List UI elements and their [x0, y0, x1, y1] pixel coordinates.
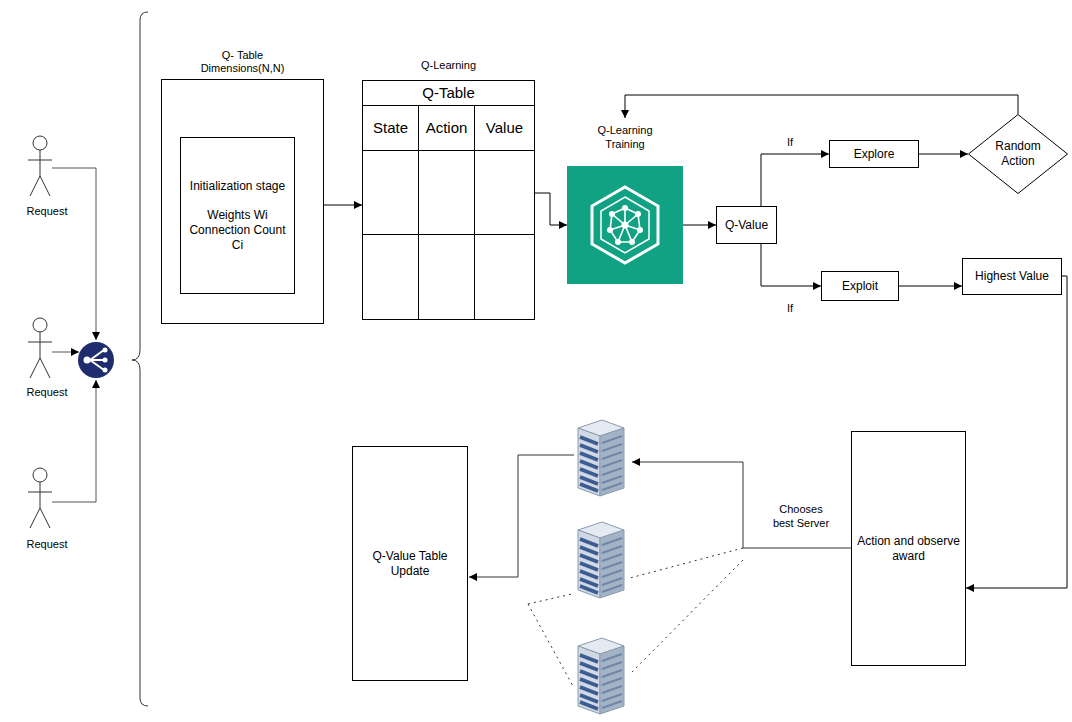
connector-arrow: [899, 286, 962, 287]
edge-label: If: [785, 302, 795, 314]
table-cell: [419, 151, 475, 235]
decision-diamond: Random Action: [968, 114, 1068, 194]
actor-label: Request: [12, 386, 82, 400]
connector-arrow: [919, 154, 968, 155]
connector-arrow: [625, 95, 1018, 118]
table-cell: Value: [475, 106, 534, 151]
connector-arrow: [966, 276, 1067, 588]
edge-label: If: [785, 136, 795, 148]
connector-arrow: [324, 205, 362, 206]
table-cell: Q-Table: [363, 81, 534, 106]
node-text: Action and observe award: [857, 534, 960, 564]
process-box: Action and observe award: [851, 431, 966, 666]
process-box: Exploit: [821, 271, 899, 301]
group-bracket: [132, 12, 148, 706]
node-text: Q-Learning: [389, 59, 509, 73]
process-box: Q-Value: [716, 206, 777, 244]
actor-figures: [28, 136, 52, 528]
table-cell: State: [363, 106, 419, 151]
process-box: Initialization stageWeights Wi Connectio…: [180, 137, 295, 294]
node-text: Highest Value: [975, 269, 1049, 284]
connector-arrow: [535, 193, 567, 225]
process-box: Explore: [829, 140, 919, 168]
table-cell: [363, 151, 419, 235]
node-text: Random Action: [989, 139, 1047, 169]
q-table: Q-LearningQ-TableStateActionValue: [362, 80, 535, 320]
node-text: Q- Table Dimensions(N,N): [188, 49, 298, 77]
process-box: Highest Value: [962, 258, 1062, 295]
connector-arrow: [683, 225, 716, 226]
connector-arrow: [761, 154, 829, 206]
table-cell: [363, 235, 419, 319]
node-text: State: [373, 119, 408, 138]
table-cell: Action: [419, 106, 475, 151]
node-text: Exploit: [842, 279, 878, 294]
table-cell: [475, 235, 534, 319]
node-text: Q-Value: [725, 218, 768, 233]
training-node: Q-Learning Training: [567, 118, 683, 284]
node-text: Q-Table: [422, 84, 475, 103]
server-icons: [578, 420, 624, 714]
node-text: Initialization stage: [190, 179, 285, 194]
table-cell: [475, 151, 534, 235]
node-text: Q-Value Table Update: [358, 549, 462, 579]
q-learning-icon: [567, 166, 683, 284]
node-text: Value: [486, 119, 523, 138]
node-text: Explore: [854, 147, 895, 162]
process-box: Q-Value Table Update: [352, 446, 468, 681]
table-grid: Q-TableState Action Value: [363, 81, 534, 319]
node-text: Action: [426, 119, 468, 138]
node-text: Weights Wi Connection Count Ci: [186, 208, 289, 253]
server-lines: [469, 455, 851, 688]
actor-label: Request: [12, 538, 82, 552]
actor-label: Request: [12, 205, 82, 219]
table-cell: [419, 235, 475, 319]
connector-arrow: [761, 244, 821, 286]
container-box: Q- Table Dimensions(N,N)Initialization s…: [161, 79, 324, 324]
annotation-label: Chooses best Server: [768, 503, 834, 531]
node-text: Q-Learning Training: [585, 124, 665, 152]
load-balancer-icon: [78, 342, 114, 378]
request-lines: [52, 168, 96, 502]
